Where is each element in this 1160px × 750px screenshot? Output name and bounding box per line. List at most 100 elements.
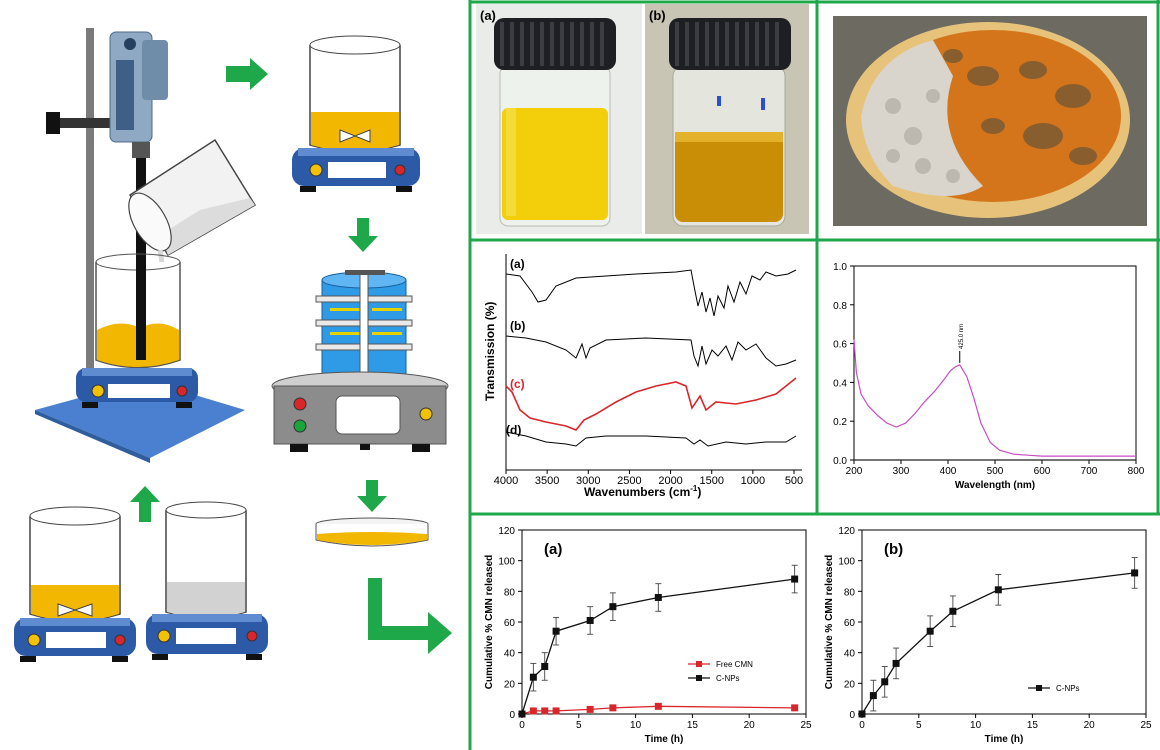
panel-label: (a): [544, 541, 562, 558]
legend-marker: [696, 675, 702, 681]
vial-photo-a: (a): [476, 4, 642, 234]
ftir-x-tick-label: 500: [785, 475, 803, 487]
ftir-trace-label-a: (a): [510, 257, 525, 271]
data-point: [518, 710, 526, 718]
y-tick-label: 120: [498, 526, 515, 537]
beaker-icon: [309, 35, 401, 153]
data-point: [654, 593, 662, 601]
synthesis-schematic: [14, 28, 452, 662]
plot-frame: [853, 265, 1137, 461]
beaker-icon: [95, 253, 181, 369]
legend-marker: [696, 661, 702, 667]
x-tick-label: 10: [970, 720, 982, 731]
bent-arrow-icon: [368, 578, 452, 654]
data-point: [858, 710, 866, 718]
x-tick-label: 15: [1027, 720, 1039, 731]
x-axis-label: Time (h): [985, 734, 1024, 745]
ftir-x-tick-label: 1500: [699, 475, 723, 487]
ftir-x-tick-label: 2000: [658, 475, 682, 487]
x-tick-label: 5: [916, 720, 922, 731]
y-axis-label: Cumulative % CMN released: [824, 555, 835, 690]
y-tick-label: 100: [498, 557, 515, 568]
y-tick-label: 60: [504, 618, 516, 629]
y-tick-label: 1.0: [833, 262, 847, 273]
x-tick-label: 25: [800, 720, 812, 731]
y-tick-label: 40: [504, 649, 516, 660]
series-line: [853, 339, 1136, 457]
vial-label-a: (a): [480, 8, 496, 23]
y-tick-label: 0.4: [833, 378, 847, 389]
x-tick-label: 300: [893, 466, 910, 477]
y-tick-label: 100: [838, 557, 855, 568]
y-tick-label: 0: [509, 710, 515, 721]
ftir-trace-d: [505, 431, 797, 447]
shaker-icon: [271, 371, 449, 452]
x-tick-label: 500: [987, 466, 1004, 477]
data-point: [926, 627, 934, 635]
y-tick-label: 0.6: [833, 340, 847, 351]
legend-label: C-NPs: [1056, 684, 1080, 693]
x-tick-label: 600: [1034, 466, 1051, 477]
ftir-x-tick-label: 3500: [535, 475, 559, 487]
y-tick-label: 0.0: [833, 456, 847, 467]
x-tick-label: 0: [519, 720, 525, 731]
data-point: [654, 702, 662, 710]
data-point: [881, 678, 889, 686]
ftir-trace-label-d: (d): [506, 423, 521, 437]
x-tick-label: 10: [630, 720, 642, 731]
y-tick-label: 0: [849, 710, 855, 721]
x-tick-label: 15: [687, 720, 699, 731]
hotplate-icon: [146, 614, 268, 660]
dried-film-photo: [833, 16, 1147, 226]
data-point: [552, 707, 560, 715]
legend-marker: [1036, 685, 1042, 691]
y-axis-label: Cumulative % CMN released: [484, 555, 495, 690]
x-tick-label: 5: [576, 720, 582, 731]
ftir-x-tick-label: 3000: [576, 475, 600, 487]
legend-label: Free CMN: [716, 660, 753, 669]
data-point: [529, 673, 537, 681]
ftir-x-axis-label: Wavenumbers (cm-1): [584, 484, 701, 499]
data-point: [791, 704, 799, 712]
data-point: [1131, 569, 1139, 577]
x-axis-label: Time (h): [645, 734, 684, 745]
data-point: [609, 603, 617, 611]
arrow-up-icon: [130, 486, 160, 522]
data-point: [529, 707, 537, 715]
petri-dish-icon: [315, 517, 429, 547]
ftir-trace-b: [505, 335, 797, 368]
hotplate-icon: [14, 618, 136, 662]
data-point: [949, 607, 957, 615]
y-tick-label: 20: [844, 679, 856, 690]
x-tick-label: 20: [1084, 720, 1096, 731]
ftir-trace-label-b: (b): [510, 319, 525, 333]
data-point: [552, 627, 560, 635]
y-tick-label: 40: [844, 649, 856, 660]
hotplate-icon: [76, 368, 198, 408]
x-tick-label: 0: [859, 720, 865, 731]
peak-annotation: 425.0 nm: [959, 324, 965, 349]
ftir-x-tick-label: 1000: [741, 475, 765, 487]
x-tick-label: 800: [1128, 466, 1145, 477]
panel-label: (b): [884, 541, 903, 558]
sieve-stack-icon: [315, 270, 413, 385]
x-tick-label: 700: [1081, 466, 1098, 477]
y-tick-label: 60: [844, 618, 856, 629]
x-axis-label: Wavelength (nm): [955, 480, 1035, 491]
data-point: [791, 575, 799, 583]
y-tick-label: 80: [844, 587, 856, 598]
ftir-trace-a: [505, 269, 797, 317]
data-point: [892, 659, 900, 667]
beaker-icon: [29, 506, 121, 622]
data-point: [994, 586, 1002, 594]
data-point: [541, 707, 549, 715]
data-point: [609, 704, 617, 712]
beaker-icon: [165, 501, 247, 619]
x-tick-label: 200: [846, 466, 863, 477]
data-point: [586, 616, 594, 624]
